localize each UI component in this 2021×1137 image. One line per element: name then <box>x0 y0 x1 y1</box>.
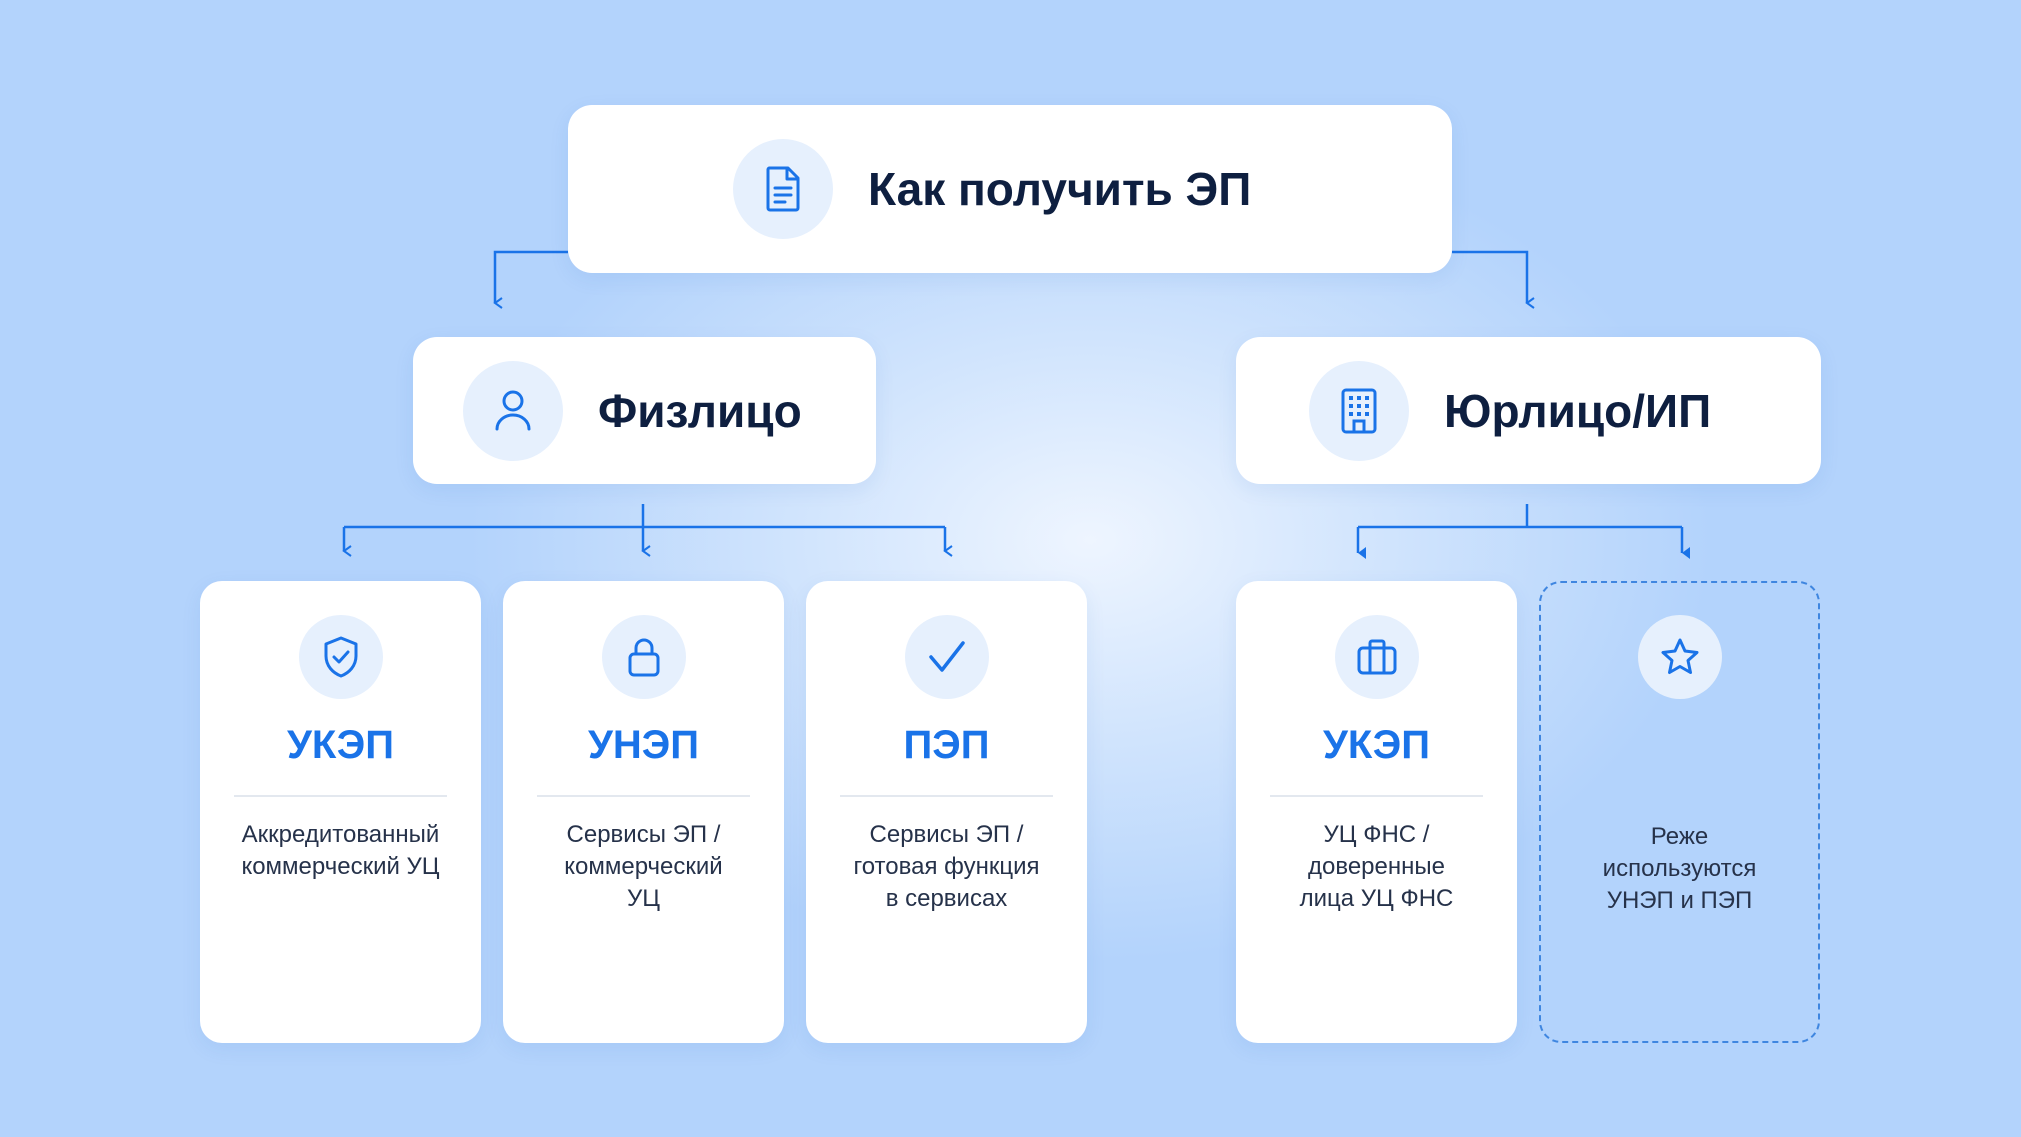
card-description: УЦ ФНС / доверенные лица УЦ ФНС <box>1299 821 1454 912</box>
branch-legal-entity-title: Юрлицо/ИП <box>1444 384 1712 437</box>
card-individual-ukep: УКЭП Аккредитованный коммерческий УЦ <box>200 581 481 1043</box>
card-title: УКЭП <box>1323 723 1430 767</box>
branch-legal-entity: Юрлицо/ИП <box>1236 337 1821 484</box>
card-individual-pep: ПЭП Сервисы ЭП / готовая функция в серви… <box>806 581 1087 1043</box>
card-individual-unep: УНЭП Сервисы ЭП / коммерческий УЦ <box>503 581 784 1043</box>
card-divider <box>234 795 447 797</box>
building-icon <box>1309 360 1409 461</box>
branch-individual-title: Физлицо <box>598 384 802 437</box>
card-legal-ukep: УКЭП УЦ ФНС / доверенные лица УЦ ФНС <box>1236 581 1517 1043</box>
lock-icon <box>602 615 686 699</box>
card-divider <box>1270 795 1483 797</box>
connector-root-phys <box>493 250 568 309</box>
card-legal-note: Реже используются УНЭП и ПЭП <box>1539 581 1820 1043</box>
card-description: Сервисы ЭП / коммерческий УЦ <box>564 821 723 912</box>
root-node: Как получить ЭП <box>568 105 1452 273</box>
card-description: Сервисы ЭП / готовая функция в сервисах <box>853 821 1040 912</box>
shield-check-icon <box>299 615 383 699</box>
checkmark-icon <box>905 615 989 699</box>
card-title: УНЭП <box>588 723 699 767</box>
briefcase-icon <box>1335 615 1419 699</box>
note-description: Реже используются УНЭП и ПЭП <box>1602 823 1757 914</box>
card-divider <box>537 795 750 797</box>
card-title: УКЭП <box>287 723 394 767</box>
card-description: Аккредитованный коммерческий УЦ <box>241 821 440 880</box>
star-icon <box>1638 615 1722 699</box>
card-divider <box>840 795 1053 797</box>
document-icon <box>733 139 833 239</box>
card-title: ПЭП <box>903 723 990 767</box>
person-icon <box>463 360 563 461</box>
branch-individual: Физлицо <box>413 337 876 484</box>
connector-root-legal <box>1452 250 1535 309</box>
root-title: Как получить ЭП <box>868 163 1252 215</box>
